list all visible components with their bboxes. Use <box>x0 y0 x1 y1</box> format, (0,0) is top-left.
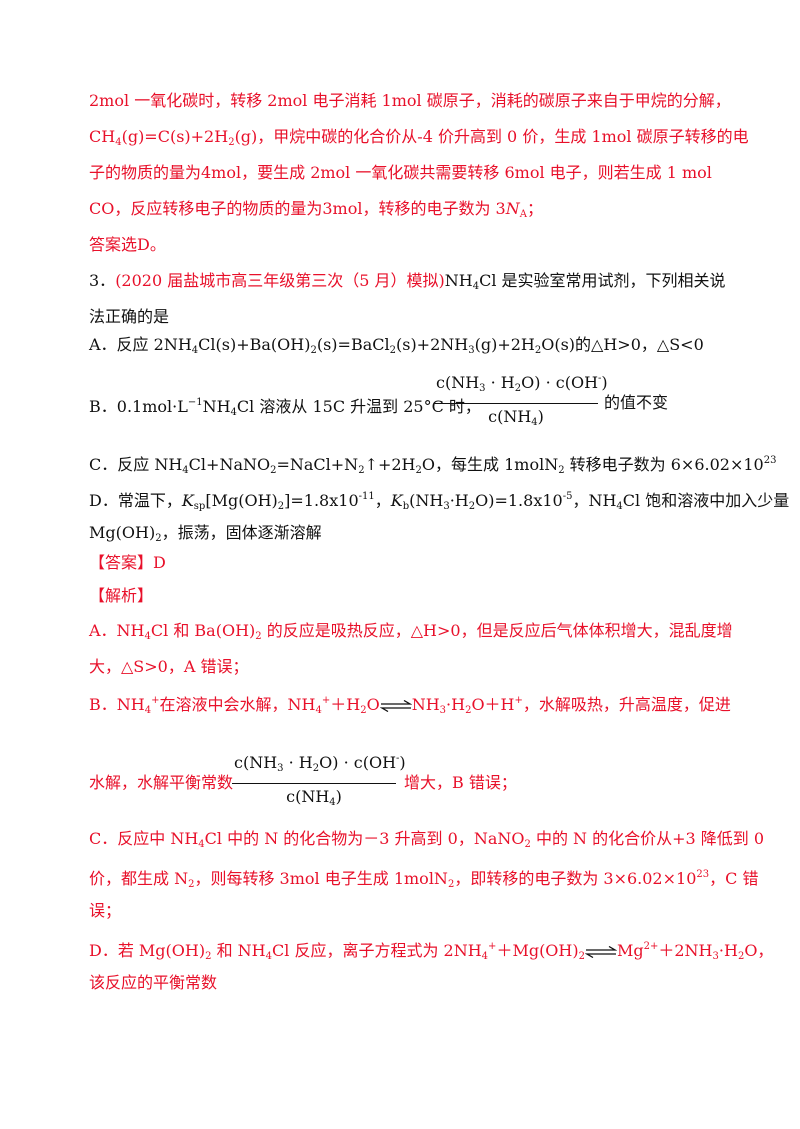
analysis-label: 【解析】 <box>89 586 154 605</box>
option-d: D．常温下，Ksp[Mg(OH)2]=1.8x10-11，Kb(NH3·H2O)… <box>89 491 790 512</box>
analysis-c-line-3: 误； <box>89 901 122 920</box>
analysis-b-fraction: c(NH3 · H2O) · c(OH-) c(NH4) <box>232 753 406 808</box>
analysis-c-line-1: C．反应中 NH4Cl 中的 N 的化合物为－3 升高到 0，NaNO2 中的 … <box>89 829 765 850</box>
explanation-line-1: 2mol 一氧化碳时，转移 2mol 电子消耗 1mol 碳原子，消耗的碳原子来… <box>89 91 731 110</box>
analysis-d-line-1: D．若 Mg(OH)2 和 NH4Cl 反应，离子方程式为 2NH4+＋Mg(O… <box>89 941 774 962</box>
answer-choice-line: 答案选D。 <box>89 235 166 254</box>
answer-label: 【答案】D <box>89 553 166 572</box>
equilibrium-arrow-icon <box>585 945 617 958</box>
analysis-c-line-2: 价，都生成 N2，则每转移 3mol 电子生成 1molN2，即转移的电子数为 … <box>89 869 759 890</box>
question-source: (2020 届盐城市高三年级第三次（5 月）模拟) <box>115 271 445 290</box>
explanation-line-3: 子的物质的量为4mol，要生成 2mol 一氧化碳共需要转移 6mol 电子，则… <box>89 163 712 182</box>
option-b-fraction: c(NH3 · H2O) · c(OH-) c(NH4) <box>434 373 608 428</box>
option-c: C．反应 NH4Cl+NaNO2=NaCl+N2↑+2H2O，每生成 1molN… <box>89 455 777 476</box>
analysis-d-line-2: 该反应的平衡常数 <box>89 973 218 992</box>
option-b-tail: 的值不变 <box>604 393 669 412</box>
question-3-stem-cont: 法正确的是 <box>89 307 170 326</box>
analysis-a-line-2: 大，△S>0，A 错误； <box>89 657 249 676</box>
analysis-b-line-2: 水解，水解平衡常数 <box>89 773 234 792</box>
explanation-line-4: CO，反应转移电子的物质的量为3mol，转移的电子数为 3NA； <box>89 199 543 220</box>
option-b: B．0.1mol·L−1NH4Cl 溶液从 15C 升温到 25°C 时， <box>89 397 481 418</box>
analysis-b-line-2-tail: 增大，B 错误； <box>404 773 517 792</box>
explanation-line-2: CH4(g)=C(s)+2H2(g)，甲烷中碳的化合价从-4 价升高到 0 价，… <box>89 127 749 148</box>
equilibrium-arrow-icon <box>379 699 412 712</box>
analysis-a-line-1: A．NH4Cl 和 Ba(OH)2 的反应是吸热反应，△H>0，但是反应后气体体… <box>89 621 733 642</box>
question-3-stem: 3．(2020 届盐城市高三年级第三次（5 月）模拟)NH4Cl 是实验室常用试… <box>89 271 726 292</box>
option-d-cont: Mg(OH)2，振荡，固体逐渐溶解 <box>89 523 322 544</box>
option-a: A．反应 2NH4Cl(s)+Ba(OH)2(s)=BaCl2(s)+2NH3(… <box>89 335 704 356</box>
